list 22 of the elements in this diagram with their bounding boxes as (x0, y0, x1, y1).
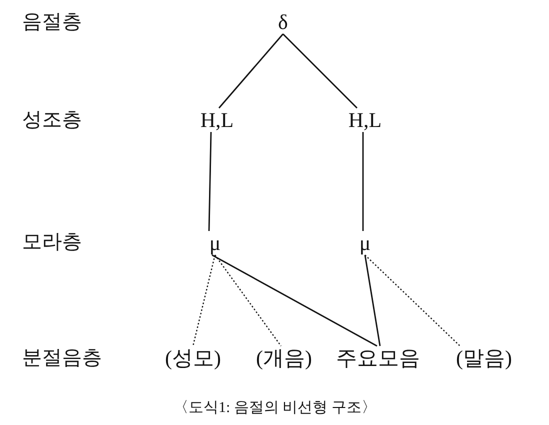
mora-label: μ (359, 231, 371, 255)
layer-label: 음절층 (22, 10, 82, 34)
connector-line (362, 132, 364, 231)
caption: 〈도식1: 음절의 비선형 구조〉 (174, 399, 376, 418)
tone-label: H,L (200, 108, 234, 132)
connector-line (364, 254, 381, 346)
dotted-line (214, 254, 282, 346)
connector-line (282, 34, 358, 108)
symbol-label: δ (278, 10, 288, 34)
layer-label: 모라층 (22, 230, 82, 254)
layer-label: 분절음층 (22, 346, 102, 370)
mora-label: μ (209, 231, 221, 255)
segment-label: (개음) (256, 346, 312, 370)
connector-line (218, 34, 284, 108)
dotted-line (364, 254, 460, 346)
segment-label: (성모) (165, 346, 221, 370)
segment-label: (말음) (456, 346, 512, 370)
connector-line (212, 254, 378, 347)
connector-line (208, 132, 212, 232)
segment-label: 주요모음 (336, 346, 420, 370)
tone-label: H,L (348, 108, 382, 132)
layer-label: 성조층 (22, 108, 82, 132)
